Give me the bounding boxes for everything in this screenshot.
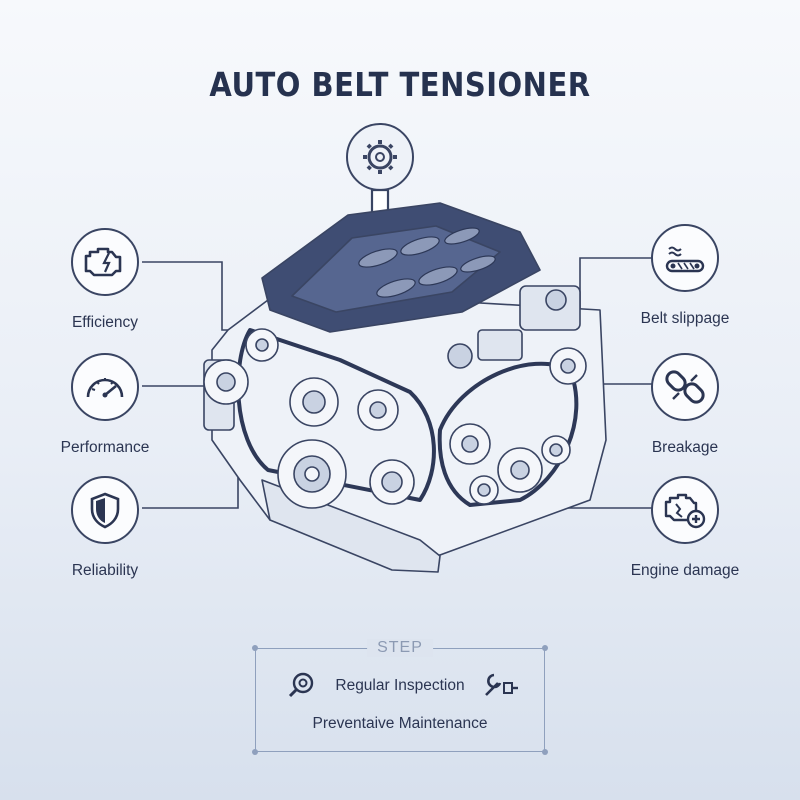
step-item-maintenance: Preventaive Maintenance [312,715,488,732]
magnifier-gear-icon [288,672,314,698]
step-title: STEP [367,639,433,657]
feature-belt-slippage: Belt slippage [610,224,760,328]
feature-performance: Performance [30,353,180,457]
engine-block [203,202,607,573]
feature-label: Performance [60,439,150,456]
feature-breakage: Breakage [610,353,760,457]
gauge-icon [71,353,139,421]
feature-label: Engine damage [630,562,740,579]
corner-dot [542,645,548,651]
belt-slip-icon [651,224,719,292]
wrench-bolt-icon [485,673,518,696]
gear-icon [363,140,397,174]
feature-reliability: Reliability [30,476,180,580]
step-item-inspection: Regular Inspection [335,677,465,694]
corner-dot [252,645,258,651]
corner-dot [252,749,258,755]
feature-label: Belt slippage [640,310,730,327]
diagram-title: AUTO BELT TENSIONER [209,65,591,105]
feature-label: Efficiency [71,314,139,331]
shield-icon [71,476,139,544]
feature-label: Breakage [651,439,719,456]
step-panel: STEP Regular Inspection Preventaive Main… [252,639,548,755]
engine-damage-icon [651,476,719,544]
feature-efficiency: Efficiency [30,228,180,332]
engine-warning-icon [71,228,139,296]
corner-dot [542,749,548,755]
broken-chain-icon [651,353,719,421]
feature-engine-damage: Engine damage [610,476,760,580]
feature-label: Reliability [71,562,139,579]
